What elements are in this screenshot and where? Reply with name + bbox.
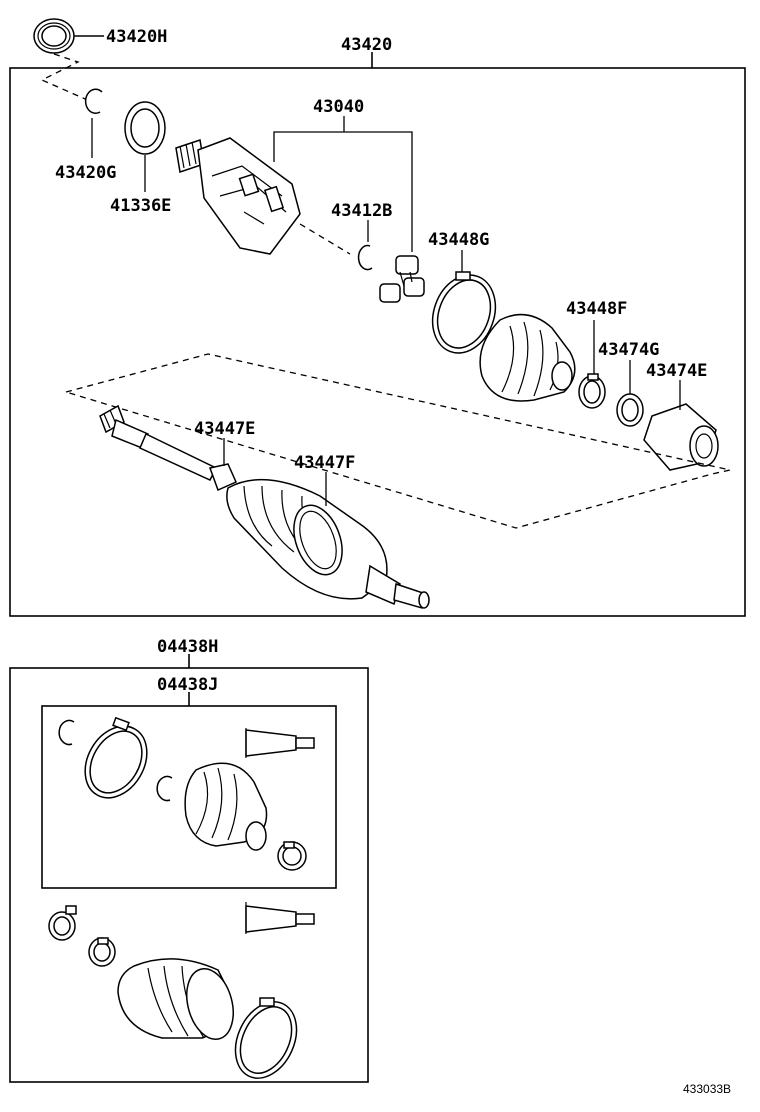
kit-box-04438J [41, 705, 337, 889]
kit-snap-ring-a[interactable] [58, 719, 75, 746]
outboard-joint-stub[interactable] [365, 564, 430, 609]
diagram-code: 433033B [683, 1082, 731, 1096]
label-43448G[interactable]: 43448G [428, 230, 489, 250]
label-43420[interactable]: 43420 [341, 35, 392, 55]
tripod-spider[interactable] [379, 255, 425, 303]
kit-small-clamp-b[interactable] [48, 905, 77, 941]
label-41336E[interactable]: 41336E [110, 196, 171, 216]
snap-ring-43420G[interactable] [84, 88, 103, 114]
label-43474G[interactable]: 43474G [598, 340, 659, 360]
label-43040[interactable]: 43040 [313, 97, 364, 117]
label-43420G[interactable]: 43420G [55, 163, 116, 183]
kit-small-clamp-a[interactable] [277, 841, 307, 871]
label-04438H[interactable]: 04438H [157, 637, 218, 657]
ring-43474G[interactable] [616, 393, 644, 427]
kit-grease-tube-a[interactable] [245, 728, 315, 758]
small-clamp-43448F[interactable] [578, 373, 606, 409]
kit-large-clamp-b[interactable] [224, 992, 309, 1088]
ring-41336E[interactable] [124, 101, 166, 155]
kit-outboard-boot[interactable] [117, 958, 241, 1045]
label-04438J[interactable]: 04438J [157, 675, 218, 695]
inboard-boot[interactable] [479, 313, 576, 402]
outboard-boot[interactable] [226, 478, 388, 600]
snap-ring-43412B[interactable] [357, 244, 373, 271]
damper-43474E[interactable] [643, 403, 719, 471]
label-43474E[interactable]: 43474E [646, 361, 707, 381]
label-43420H[interactable]: 43420H [106, 27, 167, 47]
label-43447E[interactable]: 43447E [194, 419, 255, 439]
label-43412B[interactable]: 43412B [331, 201, 392, 221]
kit-large-clamp-a[interactable] [73, 715, 159, 809]
inboard-joint-43040[interactable] [175, 137, 301, 255]
kit-snap-ring-b[interactable] [156, 775, 173, 802]
label-43447F[interactable]: 43447F [294, 453, 355, 473]
drive-shaft[interactable] [99, 404, 237, 492]
kit-inboard-boot[interactable] [184, 762, 268, 851]
oil-seal-43420H[interactable] [33, 18, 75, 54]
assembly-box-43420 [9, 67, 746, 617]
kit-small-clamp-c[interactable] [88, 937, 116, 967]
kit-grease-tube-b[interactable] [245, 902, 315, 934]
boot-clamp-43448G[interactable] [422, 266, 506, 362]
label-43448F[interactable]: 43448F [566, 299, 627, 319]
